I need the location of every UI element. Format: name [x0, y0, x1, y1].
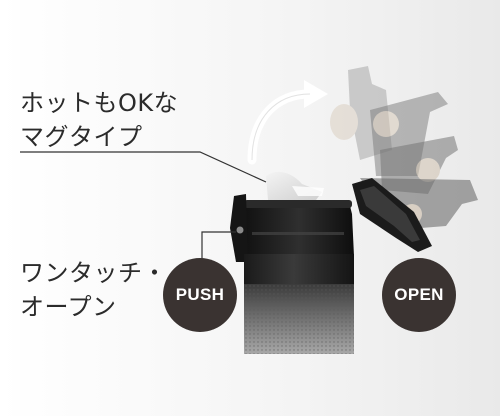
caption-hot-ok-line2: マグタイプ [20, 123, 143, 151]
lid-cap [244, 206, 354, 256]
curved-arrow-icon [247, 80, 328, 165]
caption-hot-ok: ホットもOKな マグタイプ [20, 86, 178, 154]
caption-one-touch-line2: オープン [20, 293, 117, 321]
caption-hot-ok-line1: ホットもOKな [20, 89, 179, 117]
push-badge: PUSH [163, 258, 237, 332]
push-button-dot [236, 226, 244, 234]
caption-one-touch: ワンタッチ・ オープン [20, 256, 167, 324]
leader-line-button [201, 231, 236, 260]
leader-line-spout [20, 151, 267, 183]
bottle-shoulder [244, 254, 354, 284]
caption-one-touch-line1: ワンタッチ・ [20, 259, 167, 287]
open-badge: OPEN [382, 258, 456, 332]
